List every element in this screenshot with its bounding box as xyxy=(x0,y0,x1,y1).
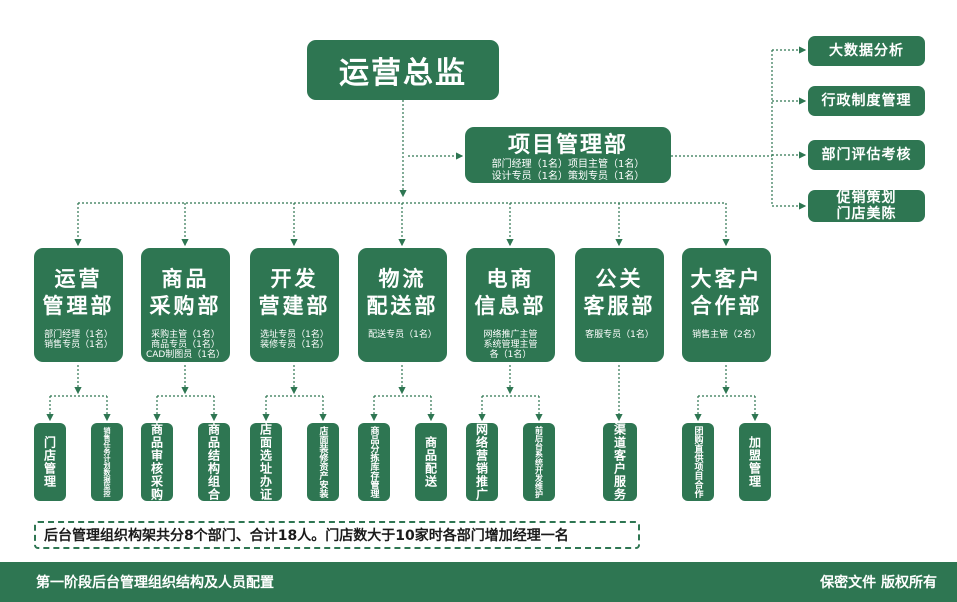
leaf-label: 商品配送 xyxy=(423,436,438,488)
dept-staff: 销售专员（1名） xyxy=(44,340,113,350)
dept-box-development: 开发 营建部 选址专员（1名） 装修专员（1名） xyxy=(250,248,339,362)
dept-name: 开发 xyxy=(270,267,319,291)
dept-staff: 系统管理主管 xyxy=(483,340,538,350)
leaf-label: 店面选址办证 xyxy=(258,423,273,501)
side-box-admin: 行政制度管理 xyxy=(808,86,925,116)
side-box-bigdata: 大数据分析 xyxy=(808,36,925,66)
leaf-label: 网络营销推广 xyxy=(474,423,489,501)
dept-name: 客服部 xyxy=(583,294,656,318)
leaf-box: 商品配送 xyxy=(415,423,447,501)
project-dept-box: 项目管理部 部门经理（1名）项目主管（1名） 设计专员（1名）策划专员（1名） xyxy=(465,127,671,183)
dept-name: 电商 xyxy=(486,267,535,291)
leaf-label: 团购直供项目合作 xyxy=(692,426,703,498)
dept-staff: 商品专员（1名） xyxy=(151,340,220,350)
project-dept-staff-line: 设计专员（1名）策划专员（1名） xyxy=(491,171,645,182)
dept-staff: 配送专员（1名） xyxy=(368,330,437,340)
dept-staff: 采购主管（1名） xyxy=(151,330,220,340)
leaf-label: 商品结构组合 xyxy=(206,423,221,501)
leaf-label: 店面装修资产安装 xyxy=(317,426,328,498)
leaf-label: 商品审核采购 xyxy=(149,423,164,501)
summary-note: 后台管理组织构架共分8个部门、合计18人。门店数大于10家时各部门增加经理一名 xyxy=(34,521,640,549)
dept-staff: 装修专员（1名） xyxy=(260,340,329,350)
leaf-box: 店面选址办证 xyxy=(250,423,282,501)
dept-staff: 部门经理（1名） xyxy=(44,330,113,340)
dept-staff: 网络推广主管 xyxy=(483,330,538,340)
side-box-label: 促销策划 xyxy=(836,190,897,206)
dept-name: 物流 xyxy=(378,267,427,291)
side-box-label: 门店美陈 xyxy=(836,206,897,222)
dept-name: 信息部 xyxy=(474,294,547,318)
side-box-promotion: 促销策划 门店美陈 xyxy=(808,190,925,222)
leaf-label: 渠道客户服务 xyxy=(612,423,627,501)
dept-staff: 销售主管（2名） xyxy=(692,330,761,340)
leaf-box: 商品分拣库存管理 xyxy=(358,423,390,501)
leaf-box: 门店管理 xyxy=(34,423,66,501)
side-box-label: 行政制度管理 xyxy=(821,93,912,109)
dept-name: 合作部 xyxy=(690,294,763,318)
leaf-label: 前后台系统开发维护 xyxy=(534,426,544,498)
leaf-box: 商品审核采购 xyxy=(141,423,173,501)
leaf-label: 加盟管理 xyxy=(747,436,762,488)
dept-name: 大客户 xyxy=(690,267,763,291)
leaf-box: 前后台系统开发维护 xyxy=(523,423,555,501)
dept-name: 采购部 xyxy=(149,294,222,318)
dept-name: 商品 xyxy=(161,267,210,291)
side-box-evaluation: 部门评估考核 xyxy=(808,140,925,170)
dept-box-pr: 公关 客服部 客服专员（1名） xyxy=(575,248,664,362)
footer-title: 第一阶段后台管理组织结构及人员配置 xyxy=(36,575,274,591)
leaf-label: 门店管理 xyxy=(42,436,57,488)
leaf-label: 销售任务计划数据监控 xyxy=(103,427,111,497)
dept-staff: CAD制图员（1名） xyxy=(145,350,226,360)
leaf-box: 销售任务计划数据监控 xyxy=(91,423,123,501)
dept-box-key-accounts: 大客户 合作部 销售主管（2名） xyxy=(682,248,771,362)
dept-box-ecommerce: 电商 信息部 网络推广主管 系统管理主管 各（1名） xyxy=(466,248,555,362)
dept-name: 管理部 xyxy=(42,294,115,318)
dept-name: 配送部 xyxy=(366,294,439,318)
dept-name: 营建部 xyxy=(258,294,331,318)
leaf-box: 团购直供项目合作 xyxy=(682,423,714,501)
leaf-box: 渠道客户服务 xyxy=(603,423,637,501)
summary-note-text: 后台管理组织构架共分8个部门、合计18人。门店数大于10家时各部门增加经理一名 xyxy=(44,528,569,544)
project-dept-title: 项目管理部 xyxy=(507,133,628,158)
director-box: 运营总监 xyxy=(307,40,499,100)
director-title: 运营总监 xyxy=(339,56,467,91)
leaf-box: 店面装修资产安装 xyxy=(307,423,339,501)
dept-staff: 客服专员（1名） xyxy=(585,330,654,340)
dept-box-operations: 运营 管理部 部门经理（1名） 销售专员（1名） xyxy=(34,248,123,362)
leaf-box: 商品结构组合 xyxy=(198,423,230,501)
footer-bar: 第一阶段后台管理组织结构及人员配置 保密文件 版权所有 xyxy=(0,562,957,602)
dept-box-procurement: 商品 采购部 采购主管（1名） 商品专员（1名） CAD制图员（1名） xyxy=(141,248,230,362)
dept-name: 运营 xyxy=(54,267,103,291)
side-box-label: 大数据分析 xyxy=(829,43,904,59)
side-box-label: 部门评估考核 xyxy=(821,147,912,163)
leaf-box: 网络营销推广 xyxy=(466,423,498,501)
dept-staff: 选址专员（1名） xyxy=(260,330,329,340)
leaf-box: 加盟管理 xyxy=(739,423,771,501)
dept-name: 公关 xyxy=(595,267,644,291)
footer-copyright: 保密文件 版权所有 xyxy=(820,575,937,591)
project-dept-staff-line: 部门经理（1名）项目主管（1名） xyxy=(491,159,645,170)
dept-staff: 各（1名） xyxy=(489,350,532,360)
leaf-label: 商品分拣库存管理 xyxy=(368,426,379,498)
dept-box-logistics: 物流 配送部 配送专员（1名） xyxy=(358,248,447,362)
